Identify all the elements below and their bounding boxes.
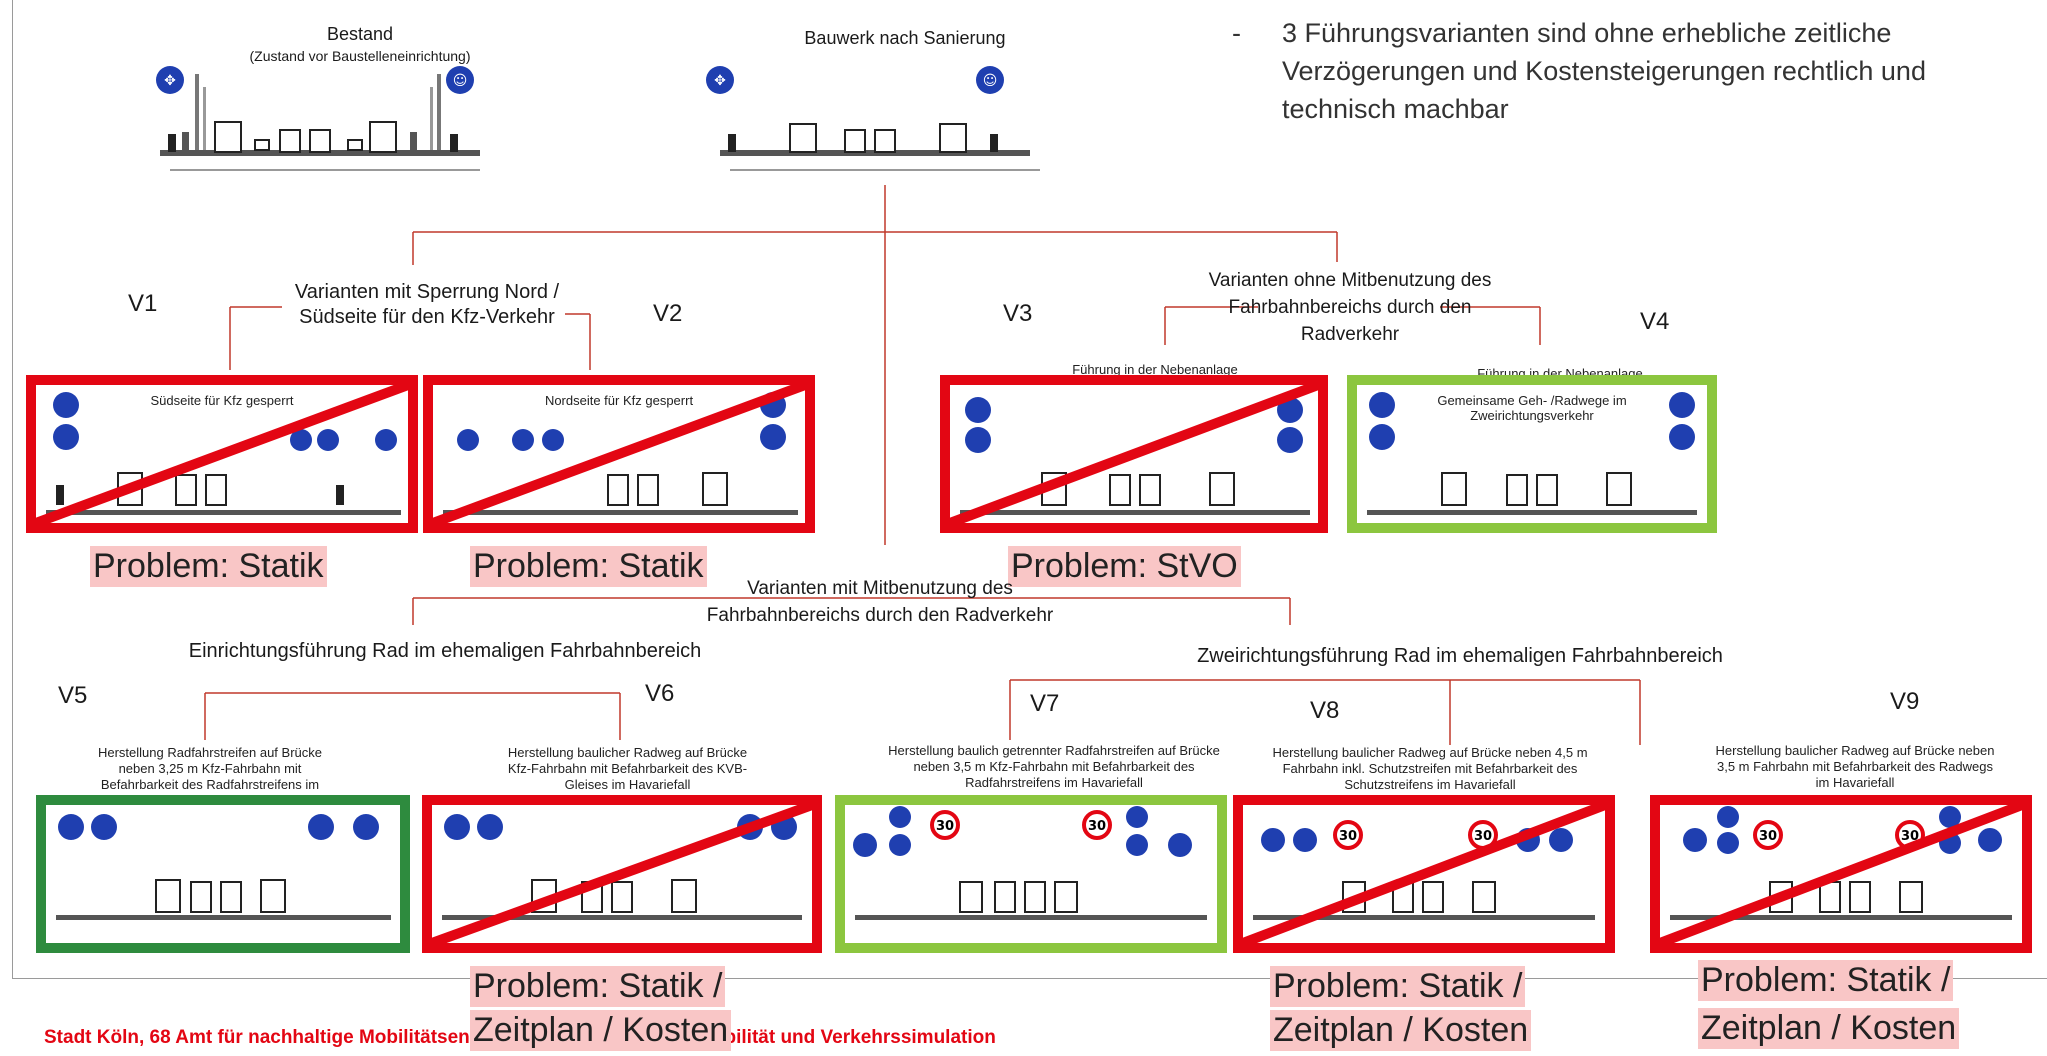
v1-panel-title: Südseite für Kfz gesperrt bbox=[150, 393, 294, 408]
v2-panel-title: Nordseite für Kfz gesperrt bbox=[544, 393, 694, 408]
v6-label: V6 bbox=[645, 680, 675, 707]
v8-caption: Herstellung baulicher Radweg auf Brücke … bbox=[1245, 745, 1615, 793]
v6-caption: Herstellung baulicher Radweg auf Brücke … bbox=[495, 745, 760, 793]
v8-panel: 30 30 bbox=[1233, 795, 1615, 953]
v9-caption: Herstellung baulicher Radweg auf Brücke … bbox=[1710, 743, 2000, 791]
v2-label: V2 bbox=[653, 300, 683, 327]
group-zweirichtung: Zweirichtungsführung Rad im ehemaligen F… bbox=[1197, 645, 1723, 667]
v9-problem-line1: Problem: Statik / bbox=[1698, 960, 1954, 1001]
v9-panel: 30 30 bbox=[1650, 795, 2032, 953]
v7-caption: Herstellung baulich getrennter Radfahrst… bbox=[878, 743, 1230, 791]
v1-label: V1 bbox=[128, 290, 158, 317]
diagram-frame bbox=[12, 0, 2047, 979]
v9-problem-line2: Zeitplan / Kosten bbox=[1698, 1008, 1960, 1049]
v5-label: V5 bbox=[58, 682, 88, 709]
v6-problem-line1: Problem: Statik / bbox=[470, 966, 726, 1007]
v9-speed-sign-2: 30 bbox=[1901, 829, 1919, 844]
v6-panel bbox=[422, 795, 822, 953]
v3-problem: Problem: StVO bbox=[1008, 546, 1241, 587]
v8-label: V8 bbox=[1310, 697, 1340, 724]
group-mit-mitbenutzung: Varianten mit Mitbenutzung des Fahrbahnb… bbox=[706, 578, 1054, 626]
v7-speed-sign-1: 30 bbox=[936, 819, 954, 834]
group-einrichtung: Einrichtungsführung Rad im ehemaligen Fa… bbox=[188, 640, 702, 662]
bestand-cross-section: ✥ ☺ bbox=[156, 66, 480, 171]
v2-problem: Problem: Statik bbox=[470, 546, 707, 587]
svg-text:☺: ☺ bbox=[453, 73, 468, 89]
v3-label: V3 bbox=[1003, 300, 1033, 327]
bestand-title: Bestand bbox=[326, 24, 394, 44]
v7-panel: 30 30 bbox=[835, 795, 1227, 953]
v8-problem-line1: Problem: Statik / bbox=[1270, 966, 1526, 1007]
v3-panel bbox=[940, 375, 1328, 533]
v9-speed-sign-1: 30 bbox=[1759, 829, 1777, 844]
bullet-dash: - bbox=[1232, 18, 1241, 48]
v1-panel: Südseite für Kfz gesperrt bbox=[26, 375, 418, 533]
saniert-cross-section: ✥ ☺ bbox=[706, 66, 1040, 171]
saniert-title: Bauwerk nach Sanierung bbox=[804, 28, 1006, 48]
v7-label: V7 bbox=[1030, 690, 1060, 717]
v7-speed-sign-2: 30 bbox=[1088, 819, 1106, 834]
v5-panel bbox=[36, 795, 410, 953]
v9-label: V9 bbox=[1890, 688, 1920, 715]
v6-problem-line2: Zeitplan / Kosten bbox=[470, 1010, 732, 1051]
v4-panel-title: Gemeinsame Geh- /Radwege im Zweirichtung… bbox=[1437, 393, 1627, 423]
svg-text:☺: ☺ bbox=[983, 73, 998, 89]
group-ohne-mitbenutzung: Varianten ohne Mitbenutzung des Fahrbahn… bbox=[1208, 270, 1492, 345]
bullet-feasible-variants: 3 Führungsvarianten sind ohne erhebliche… bbox=[1282, 18, 1926, 124]
v2-panel: Nordseite für Kfz gesperrt bbox=[423, 375, 815, 533]
v8-speed-sign-1: 30 bbox=[1339, 829, 1357, 844]
group-sperrung: Varianten mit Sperrung Nord / Südseite f… bbox=[294, 281, 560, 328]
bestand-subtitle: (Zustand vor Baustelleneinrichtung) bbox=[249, 48, 471, 64]
svg-text:✥: ✥ bbox=[164, 73, 176, 89]
svg-text:✥: ✥ bbox=[714, 73, 726, 89]
v4-label: V4 bbox=[1640, 308, 1670, 335]
v8-speed-sign-2: 30 bbox=[1474, 829, 1492, 844]
v1-problem: Problem: Statik bbox=[90, 546, 327, 587]
v4-panel: Gemeinsame Geh- /Radwege im Zweirichtung… bbox=[1347, 375, 1717, 533]
v8-problem-line2: Zeitplan / Kosten bbox=[1270, 1010, 1532, 1051]
